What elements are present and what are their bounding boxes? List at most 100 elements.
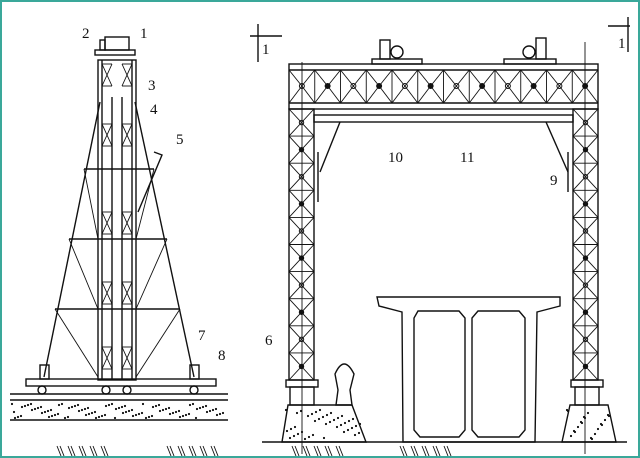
wheel: [122, 385, 132, 395]
lattice-member: [481, 85, 496, 104]
ground-hatch: [67, 445, 73, 456]
footing-dot: [357, 431, 361, 435]
ground-dot: [26, 403, 30, 407]
lattice-member: [288, 217, 315, 245]
ground-dot: [107, 403, 111, 407]
hoist-left: [379, 39, 391, 60]
ground-dot: [218, 412, 222, 416]
ground-dot: [93, 410, 97, 414]
lattice-node: [582, 83, 589, 89]
ground-dot: [198, 406, 202, 410]
ground-hatch: [294, 445, 300, 456]
footing-dot: [328, 420, 332, 424]
ground-hatch: [210, 445, 216, 456]
lattice-member: [572, 271, 599, 300]
ground-dot: [178, 415, 182, 419]
footing-dot: [583, 416, 587, 420]
label-4: 4: [150, 102, 158, 118]
lattice-member: [288, 325, 315, 354]
footing-dot: [311, 433, 315, 437]
ground-dot: [63, 416, 67, 420]
ground-dot: [137, 412, 141, 416]
lattice-node: [298, 255, 305, 261]
beam-10-11: [313, 114, 574, 123]
pedestal-right: [574, 386, 600, 406]
footing-dot: [303, 437, 307, 441]
ground-dot: [60, 402, 64, 406]
lattice-node: [582, 336, 589, 343]
ground-dot: [94, 416, 98, 420]
brace-9: [545, 121, 569, 173]
ground-dot: [184, 413, 188, 417]
ground-dot: [167, 406, 171, 410]
lattice-member: [378, 85, 393, 104]
lattice-node: [582, 174, 589, 180]
lattice-member: [101, 281, 113, 305]
lattice-member: [559, 69, 573, 87]
ground-dot: [39, 405, 43, 409]
ground-dot: [140, 411, 144, 415]
lattice-node: [427, 83, 434, 89]
ground-hatch: [78, 445, 84, 456]
lattice-node: [376, 83, 383, 89]
ground-dot: [114, 407, 118, 411]
ground-dot: [187, 412, 191, 416]
ground-dot: [204, 404, 208, 408]
lattice-member: [365, 85, 380, 104]
footing-dot: [284, 408, 288, 412]
anchor-block: [39, 364, 50, 380]
lattice-member: [468, 69, 483, 87]
ground-hatch: [413, 445, 419, 456]
footing-dot: [596, 427, 600, 431]
lattice-member: [456, 69, 470, 87]
label-11: 11: [460, 150, 474, 166]
ground-dot: [131, 414, 135, 418]
footing-dot: [593, 432, 597, 436]
jack-support: [334, 363, 355, 406]
ground-dot: [151, 405, 155, 409]
ground-dot: [113, 416, 117, 420]
footing-dot: [296, 432, 300, 436]
lattice-node: [582, 363, 589, 370]
ground-hatch: [199, 445, 205, 456]
lattice-member: [301, 85, 316, 104]
lattice-node: [298, 282, 305, 288]
lattice-member: [584, 69, 599, 87]
tower-outline: [97, 59, 137, 381]
ground-dot: [50, 414, 54, 418]
ground-dot: [49, 408, 53, 412]
ground-dot: [130, 408, 134, 412]
lattice-member: [391, 85, 406, 104]
ground-hatch: [100, 445, 106, 456]
lattice-member: [101, 211, 113, 235]
label-7: 7: [198, 328, 206, 344]
ground-hatch: [202, 445, 208, 456]
lattice-member: [121, 123, 133, 147]
lattice-member: [417, 69, 431, 87]
footing-dot: [590, 437, 594, 441]
ground-hatch: [432, 445, 438, 456]
ground-hatch: [166, 445, 172, 456]
wheel: [101, 385, 111, 395]
tower-side-view: [10, 36, 228, 421]
section-label-right: 1: [618, 36, 626, 52]
lattice-member: [572, 108, 599, 137]
lattice-node: [582, 282, 589, 288]
hoist-winch: [104, 36, 130, 51]
ground-dot: [29, 402, 33, 406]
footing-dot: [351, 417, 355, 421]
ground-dot: [97, 415, 101, 419]
ground-hatch: [316, 445, 322, 456]
ground-dot: [36, 406, 40, 410]
wheel: [37, 385, 47, 395]
ground-dot: [147, 415, 151, 419]
lattice-node: [479, 83, 486, 89]
ground-hatch: [191, 445, 197, 456]
ground-dot: [56, 412, 60, 416]
lattice-member: [101, 63, 113, 87]
footing-dot: [347, 419, 351, 423]
lattice-member: [443, 85, 457, 104]
ground-hatch: [177, 445, 183, 456]
lattice-node: [582, 201, 589, 207]
ground-hatch: [421, 445, 427, 456]
